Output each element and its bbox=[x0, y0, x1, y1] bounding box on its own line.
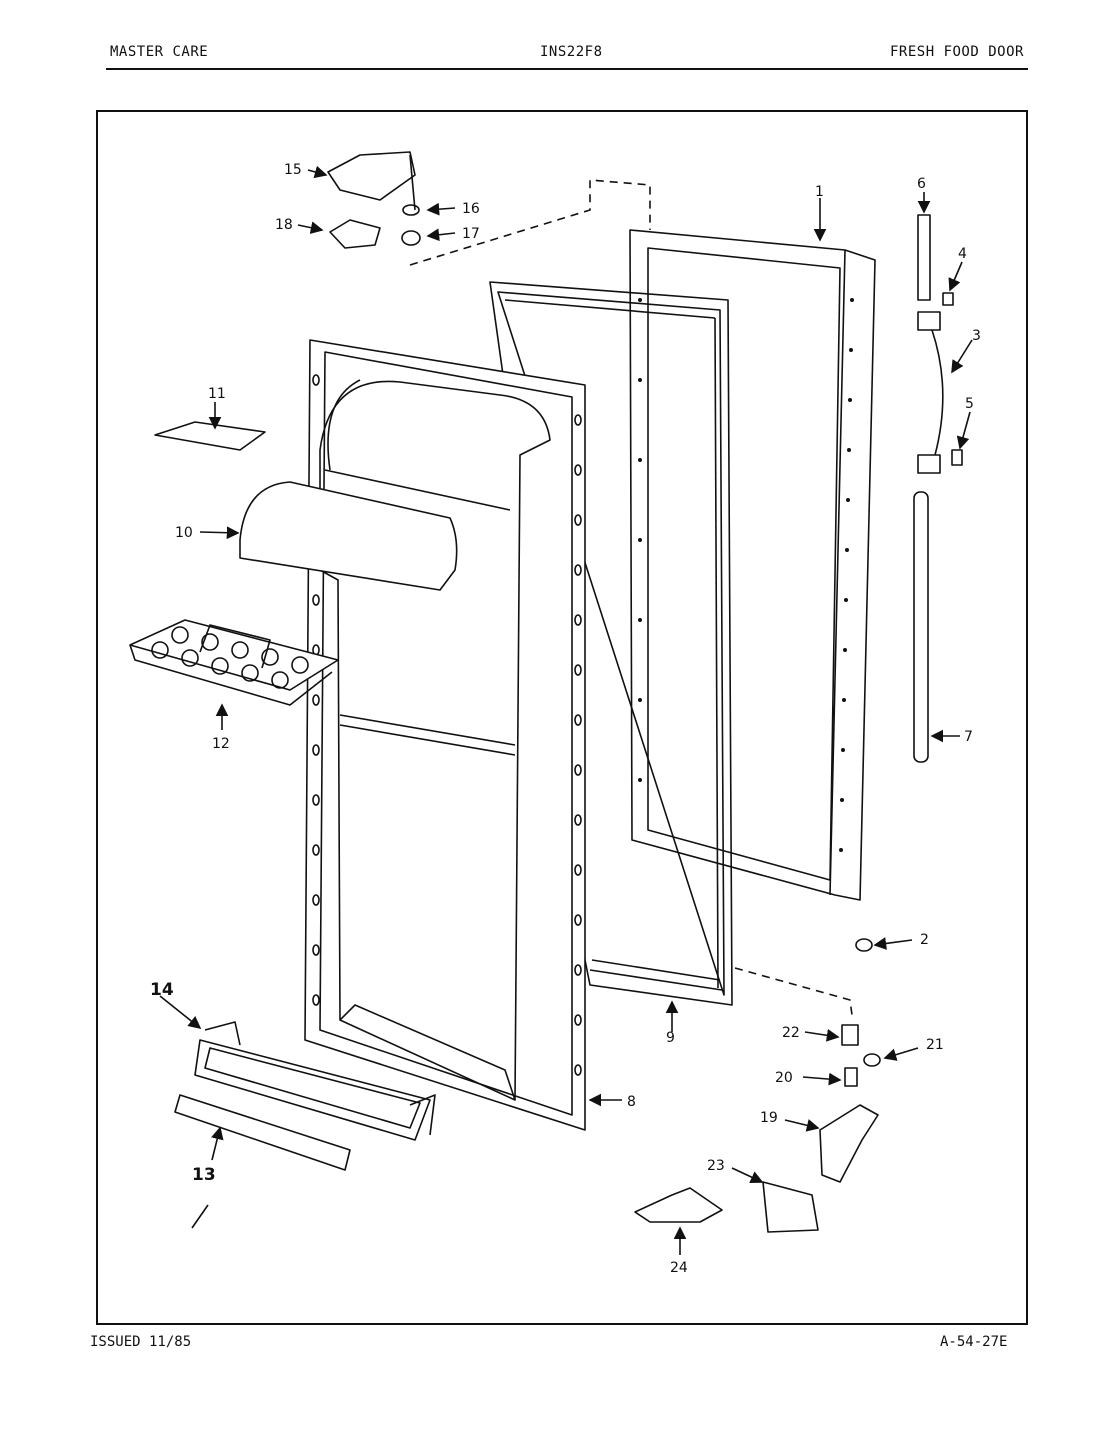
outer-door-panel bbox=[629, 229, 876, 901]
callout-3: 3 bbox=[972, 328, 981, 344]
callout-12: 12 bbox=[212, 736, 230, 752]
header-model-number: INS22F8 bbox=[540, 44, 603, 60]
shelf-trim-strip bbox=[174, 1094, 351, 1171]
callout-17: 17 bbox=[462, 226, 480, 242]
diagram-frame bbox=[96, 110, 1028, 1325]
callout-9: 9 bbox=[666, 1030, 675, 1046]
egg-tray bbox=[129, 619, 339, 706]
header-section-title: FRESH FOOD DOOR bbox=[890, 44, 1024, 60]
callout-6: 6 bbox=[917, 176, 926, 192]
door-shelf bbox=[194, 1021, 436, 1141]
bushing-cap bbox=[855, 938, 873, 952]
callout-7: 7 bbox=[964, 729, 973, 745]
callout-4: 4 bbox=[958, 246, 967, 262]
callout-16: 16 bbox=[462, 201, 480, 217]
leader-lines bbox=[159, 165, 973, 1255]
dairy-door bbox=[239, 481, 458, 591]
callout-11: 11 bbox=[208, 386, 226, 402]
callout-14: 14 bbox=[150, 980, 174, 1000]
dairy-flap bbox=[154, 421, 266, 451]
callout-21: 21 bbox=[926, 1037, 944, 1053]
callout-22: 22 bbox=[782, 1025, 800, 1041]
footer-issue-date: ISSUED 11/85 bbox=[90, 1334, 192, 1350]
callout-18: 18 bbox=[275, 217, 293, 233]
callout-20: 20 bbox=[775, 1070, 793, 1086]
callout-15: 15 bbox=[284, 162, 302, 178]
callout-19: 19 bbox=[760, 1110, 778, 1126]
callout-2: 2 bbox=[920, 932, 929, 948]
callout-labels: 1 2 3 4 5 6 7 8 9 10 11 12 13 14 15 16 1… bbox=[150, 162, 981, 1276]
callout-13: 13 bbox=[192, 1165, 216, 1185]
inner-door-liner bbox=[304, 339, 586, 1131]
stray-pencil-mark bbox=[191, 1204, 209, 1229]
bottom-hinge-assembly bbox=[634, 967, 881, 1233]
footer-page-code: A-54-27E bbox=[940, 1334, 1008, 1350]
callout-23: 23 bbox=[707, 1158, 725, 1174]
callout-24: 24 bbox=[670, 1260, 688, 1276]
top-hinge-assembly bbox=[327, 151, 651, 266]
callout-10: 10 bbox=[175, 525, 193, 541]
header-model-brand: MASTER CARE bbox=[110, 44, 209, 60]
callout-5: 5 bbox=[965, 396, 974, 412]
callout-8: 8 bbox=[627, 1094, 636, 1110]
callout-1: 1 bbox=[815, 184, 824, 200]
door-handle-assembly bbox=[913, 214, 963, 763]
header-rule bbox=[106, 68, 1028, 70]
